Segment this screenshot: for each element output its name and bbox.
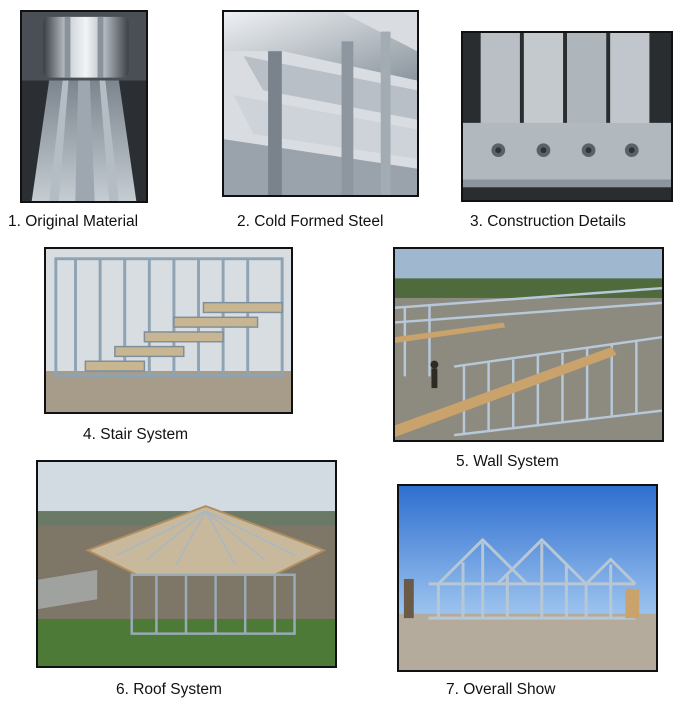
caption-stair-system: 4. Stair System (83, 426, 189, 443)
photo-overall-show (397, 484, 658, 672)
photo-original-material (20, 10, 148, 203)
photo-stair-system (44, 247, 293, 414)
caption-wall-system: 5. Wall System (456, 453, 559, 470)
caption-roof-system: 6. Roof System (116, 681, 222, 698)
photo-roof-system (36, 460, 337, 668)
photo-cold-formed-steel (222, 10, 419, 197)
caption-original-material: 1. Original Material (8, 213, 139, 230)
caption-cold-formed-steel: 2. Cold Formed Steel (237, 213, 384, 230)
photo-construction-details (461, 31, 673, 202)
caption-construction-details: 3. Construction Details (470, 213, 626, 230)
photo-wall-system (393, 247, 664, 442)
caption-overall-show: 7. Overall Show (446, 681, 556, 698)
